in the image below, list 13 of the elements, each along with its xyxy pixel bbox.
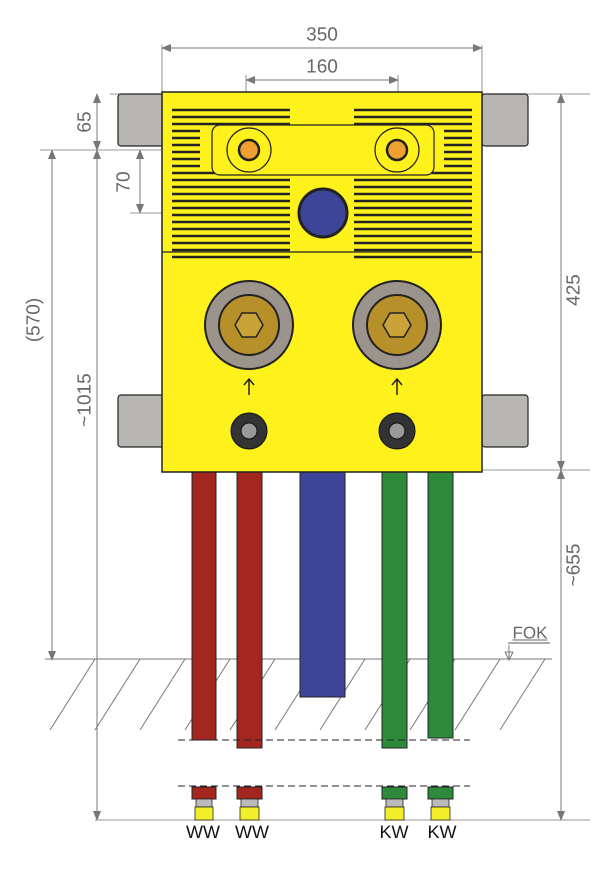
dimension-label: ~655 xyxy=(564,544,584,586)
dimension-label: 350 xyxy=(306,26,338,44)
pipe-label: KW xyxy=(380,823,408,841)
dimension-label: 65 xyxy=(76,111,94,133)
pipe-label: WW xyxy=(186,823,220,841)
dimension-label: 425 xyxy=(564,274,584,306)
dimension-label: (570) xyxy=(24,298,44,342)
floor-level-label: FOK xyxy=(512,624,548,642)
dimension-label: ~1015 xyxy=(76,373,94,427)
dimension-label: 160 xyxy=(306,58,338,76)
pipe-label: KW xyxy=(428,823,456,841)
dimension-label: 70 xyxy=(114,171,134,193)
pipe-label: WW xyxy=(235,823,269,841)
